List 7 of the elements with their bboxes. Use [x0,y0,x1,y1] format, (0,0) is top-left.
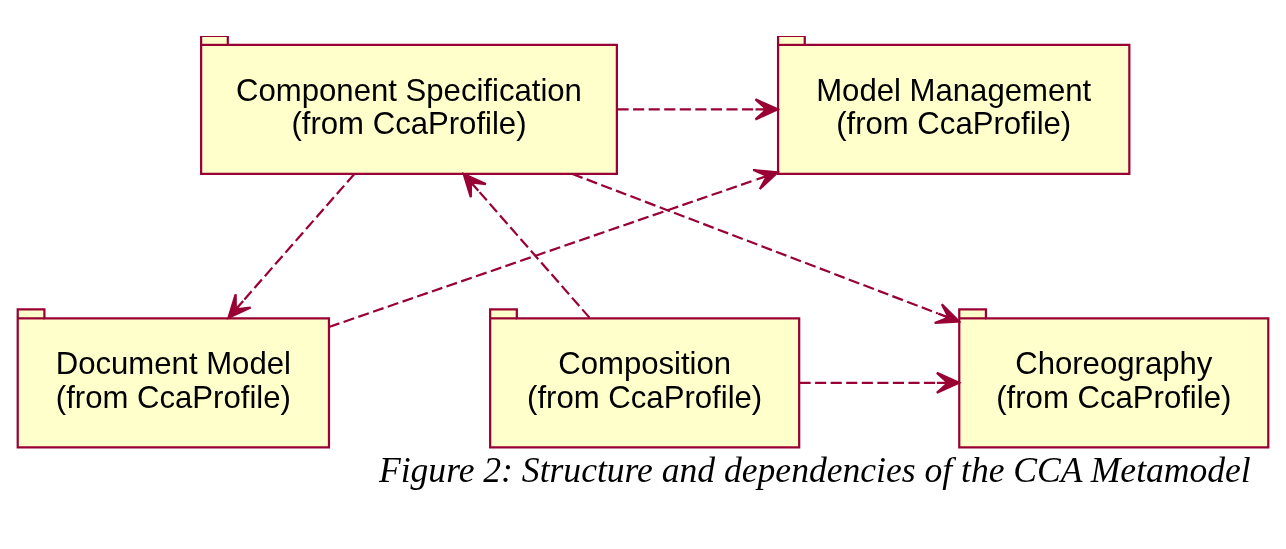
arrow [617,97,779,120]
caption: Figure 2: Structure and dependencies of the CCA Metamodel [378,449,1251,490]
arrow [462,172,591,318]
arrow [227,172,356,319]
arrow [328,168,779,328]
arrow [799,371,961,394]
arrow [572,172,961,324]
